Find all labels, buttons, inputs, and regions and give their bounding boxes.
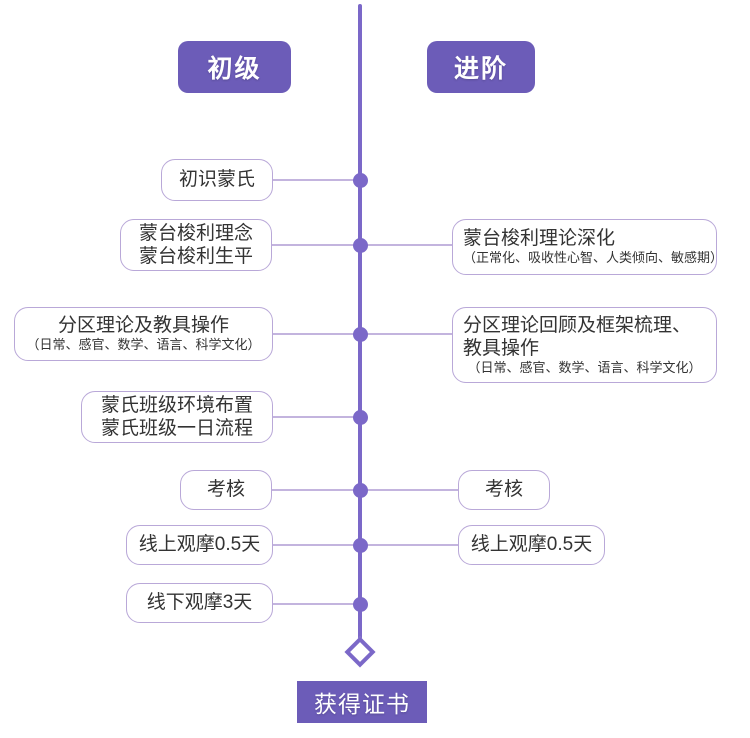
connector-row-6-basic xyxy=(272,544,360,546)
card-basic-2[interactable]: 蒙台梭利理念 蒙台梭利生平 xyxy=(120,219,272,271)
connector-row-2-basic xyxy=(272,244,360,246)
card-advanced-2[interactable]: 蒙台梭利理论深化 （正常化、吸收性心智、人类倾向、敏感期） xyxy=(452,219,724,275)
timeline-node-1[interactable] xyxy=(353,173,368,188)
timeline-node-4[interactable] xyxy=(353,410,368,425)
card-line: 线上观摩0.5天 xyxy=(470,534,593,556)
connector-row-5-basic xyxy=(272,489,360,491)
certificate-badge[interactable]: 获得证书 xyxy=(297,681,427,723)
card-basic-6[interactable]: 线上观摩0.5天 xyxy=(126,525,273,565)
card-line: 教具操作 xyxy=(463,337,540,359)
card-line: 考核 xyxy=(206,479,245,501)
card-line: 线下观摩3天 xyxy=(146,592,253,614)
card-advanced-6[interactable]: 线上观摩0.5天 xyxy=(458,525,605,565)
timeline-node-5[interactable] xyxy=(353,483,368,498)
card-line: 分区理论及教具操作 xyxy=(57,315,229,337)
card-subtext: （日常、感官、数学、语言、科学文化） xyxy=(26,337,261,353)
card-line: 分区理论回顾及框架梳理、 xyxy=(463,314,692,336)
card-advanced-3[interactable]: 分区理论回顾及框架梳理、 教具操作 （日常、感官、数学、语言、科学文化） xyxy=(452,307,717,383)
connector-row-2-advanced xyxy=(360,244,452,246)
card-line: 蒙氏班级环境布置 xyxy=(100,394,253,416)
card-basic-3[interactable]: 分区理论及教具操作 （日常、感官、数学、语言、科学文化） xyxy=(14,307,273,361)
connector-row-1-basic xyxy=(272,179,360,181)
card-line: 初识蒙氏 xyxy=(178,169,255,191)
card-subtext: （正常化、吸收性心智、人类倾向、敏感期） xyxy=(463,250,724,266)
connector-row-5-advanced xyxy=(360,489,458,491)
connector-row-7-basic xyxy=(272,603,360,605)
timeline-node-7[interactable] xyxy=(353,597,368,612)
card-line: 考核 xyxy=(484,479,523,501)
timeline-node-3[interactable] xyxy=(353,327,368,342)
timeline-node-6[interactable] xyxy=(353,538,368,553)
card-basic-1[interactable]: 初识蒙氏 xyxy=(161,159,273,201)
card-line: 蒙台梭利理念 xyxy=(138,222,253,244)
card-line: 线上观摩0.5天 xyxy=(138,534,261,556)
connector-row-6-advanced xyxy=(360,544,458,546)
card-subtext: （日常、感官、数学、语言、科学文化） xyxy=(467,360,702,376)
stage-pill-basic[interactable]: 初级 xyxy=(178,41,291,93)
card-advanced-5[interactable]: 考核 xyxy=(458,470,550,510)
connector-row-3-basic xyxy=(272,333,360,335)
stage-pill-advanced[interactable]: 进阶 xyxy=(427,41,535,93)
card-basic-4[interactable]: 蒙氏班级环境布置 蒙氏班级一日流程 xyxy=(81,391,273,443)
card-line: 蒙台梭利理论深化 xyxy=(463,228,616,250)
connector-row-4-basic xyxy=(272,416,360,418)
card-line: 蒙台梭利生平 xyxy=(138,246,253,267)
connector-row-3-advanced xyxy=(360,333,452,335)
card-basic-7[interactable]: 线下观摩3天 xyxy=(126,583,273,623)
diamond-endpoint-icon xyxy=(344,636,376,668)
timeline-node-2[interactable] xyxy=(353,238,368,253)
card-basic-5[interactable]: 考核 xyxy=(180,470,272,510)
card-line: 蒙氏班级一日流程 xyxy=(100,418,253,439)
